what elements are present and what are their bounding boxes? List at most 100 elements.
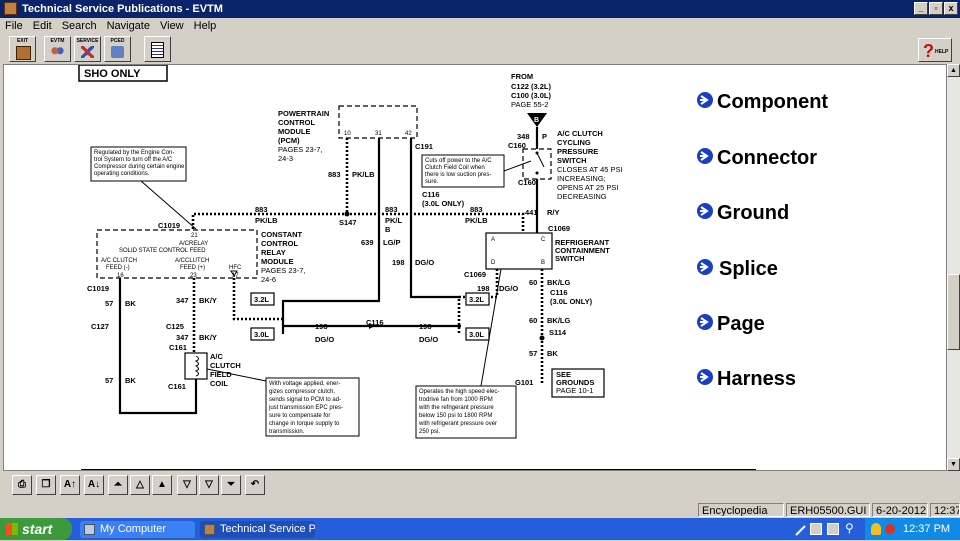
relay-pin-21: 21 — [191, 233, 198, 239]
cutoff-note-line-1: Cuts off power to the A/C — [425, 158, 492, 164]
taskbar: start My Computer Technical Service Pub.… — [0, 518, 960, 540]
people-icon — [51, 46, 64, 58]
scroll-up-button[interactable]: ▲ — [947, 64, 960, 77]
from-label-2: C122 (3.2L) — [511, 82, 552, 91]
fan-note-line-3: with the refrigerant pressure — [418, 405, 494, 411]
engine-3-2l-left: 3.2L — [254, 295, 269, 304]
relay-pin-23: 23 — [190, 273, 197, 279]
taskbar-item-my-computer[interactable]: My Computer — [80, 521, 195, 538]
taskbar-item-tech-pubs[interactable]: Technical Service Pub... — [200, 521, 315, 538]
scroll-down-button[interactable]: ▼ — [947, 458, 960, 471]
switch-spec-1: CLOSES AT 45 PSI — [557, 165, 623, 174]
svg-text:?: ? — [923, 41, 934, 61]
restore-button[interactable]: ▫ — [929, 2, 943, 15]
tray-security-icon[interactable] — [885, 524, 895, 534]
wire-883-a-color: PK/LB — [255, 216, 278, 225]
status-encyclopedia: Encyclopedia — [698, 503, 784, 517]
coil-icon — [194, 355, 199, 377]
wire-57-a-color: BK — [125, 299, 136, 308]
switch-label-1: A/C CLUTCH — [557, 129, 603, 138]
first-page-button[interactable]: ⏶ — [108, 475, 128, 495]
pcm-pin-42: 42 — [405, 131, 412, 137]
regulated-note-line-2: trol System to turn off the A/C — [94, 157, 173, 163]
wire-347-a-color: BK/Y — [199, 296, 217, 305]
legend-harness[interactable]: Harness — [697, 368, 796, 390]
fan-note-line-1: Operates the high speed elec- — [419, 389, 499, 395]
menu-search[interactable]: Search — [61, 20, 97, 32]
legend-component[interactable]: Component — [697, 91, 828, 113]
toolbar: EXIT EVTM SERVICE PCED — [0, 34, 960, 64]
wire-883-b-color: PK/LB — [352, 170, 375, 179]
legend-connector[interactable]: Connector — [697, 147, 817, 169]
see-grounds-box — [551, 368, 605, 398]
navigation-toolbar: ⎙ ❐ A↑ A↓ ⏶ △ ▲ ▽ ▽ ⏷ ↶ — [0, 472, 960, 500]
start-button[interactable]: start — [0, 518, 72, 540]
switch-label-2: CYCLING — [557, 138, 591, 147]
tray-shield-icon[interactable] — [871, 523, 881, 535]
status-bar: Encyclopedia ERH05500.GUI 6-20-2012 12:3… — [0, 502, 960, 518]
fan-note-line-6: 250 psi. — [419, 429, 440, 435]
document-list-icon — [151, 42, 164, 58]
taskbar-clock[interactable]: 12:37 PM — [903, 523, 951, 535]
cutoff-note-line-3: there is low suction pres- — [425, 172, 491, 178]
legend-ground[interactable]: Ground — [697, 202, 789, 224]
legend-connector-label: Connector — [717, 147, 817, 169]
connector-c160-top: C160 — [508, 141, 526, 150]
pced-button[interactable]: PCED — [104, 36, 131, 62]
legend-page-label: Page — [717, 313, 765, 335]
close-button[interactable]: x — [944, 2, 958, 15]
engine-3-2l-right: 3.2L — [469, 295, 484, 304]
next-page-button[interactable]: ▽ — [199, 475, 219, 495]
menu-view[interactable]: View — [159, 20, 184, 32]
tray-pencil-icon[interactable] — [795, 523, 807, 536]
constant-control-relay-module — [96, 229, 258, 279]
menu-help[interactable]: Help — [193, 20, 217, 32]
scroll-thumb[interactable] — [947, 274, 960, 350]
sho-only-text: SHO ONLY — [84, 68, 141, 80]
document-list-button[interactable] — [144, 36, 171, 62]
wire-57-a: 57 — [105, 299, 113, 308]
page-bottom-rule — [81, 469, 756, 470]
service-button[interactable]: SERVICE — [74, 36, 101, 62]
tray-window-icon[interactable] — [827, 523, 839, 535]
relay-inner-7: HFC — [229, 265, 242, 271]
connector-c1019-bottom: C1019 — [87, 284, 109, 293]
font-increase-button[interactable]: A↑ — [60, 475, 80, 495]
evtm-button[interactable]: EVTM — [44, 36, 71, 62]
tray-usb-icon[interactable]: ⚲ — [845, 521, 854, 535]
menu-bar: File Edit Search Navigate View Help — [0, 18, 960, 34]
rcs-label-3: SWITCH — [555, 254, 585, 263]
minimize-button[interactable]: _ — [914, 2, 928, 15]
tray-network-icon[interactable] — [810, 523, 822, 535]
menu-file[interactable]: File — [5, 20, 23, 32]
print-button[interactable]: ⎙ — [12, 475, 32, 495]
switch-label-3: PRESSURE — [557, 147, 598, 156]
connector-c1019-top: C1019 — [158, 221, 180, 230]
legend-splice[interactable]: Splice — [697, 258, 778, 280]
exit-button[interactable]: EXIT — [9, 36, 36, 62]
back-arrow-icon: ↶ — [250, 479, 260, 490]
legend-page[interactable]: Page — [697, 313, 765, 335]
regulated-note — [90, 146, 187, 182]
vertical-scrollbar[interactable]: ▲ ▼ — [947, 64, 960, 471]
menu-navigate[interactable]: Navigate — [106, 20, 150, 32]
legend-component-label: Component — [717, 91, 828, 113]
copy-button[interactable]: ❐ — [36, 475, 56, 495]
connector-c116-mid: C116 — [366, 318, 384, 327]
scroll-up-page-button[interactable]: ▲ — [152, 475, 172, 495]
wire-57-b-color: BK — [125, 376, 136, 385]
title-bar: Technical Service Publications - EVTM _ … — [0, 0, 960, 18]
truck-icon — [111, 46, 124, 58]
pcm-label-3: MODULE — [278, 127, 311, 136]
font-decrease-button[interactable]: A↓ — [84, 475, 104, 495]
menu-edit[interactable]: Edit — [32, 20, 52, 32]
help-button[interactable]: ? HELP — [918, 38, 952, 62]
back-button[interactable]: ↶ — [245, 475, 265, 495]
connector-c127: C127 — [91, 322, 109, 331]
legend-harness-label: Harness — [717, 368, 796, 390]
relay-inner-4: FEED (-) — [106, 265, 130, 271]
last-page-button[interactable]: ⏷ — [221, 475, 241, 495]
previous-page-button[interactable]: △ — [130, 475, 150, 495]
splice-s147 — [344, 211, 350, 217]
scroll-down-page-button[interactable]: ▽ — [177, 475, 197, 495]
